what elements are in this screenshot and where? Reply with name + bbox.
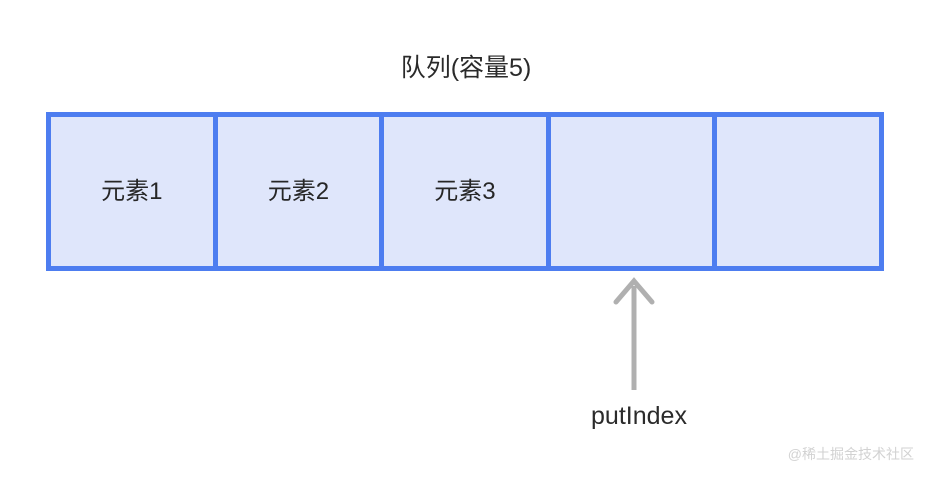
watermark: @稀土掘金技术社区 — [787, 446, 914, 462]
arrow-up-icon — [613, 277, 655, 390]
queue-cell-3[interactable] — [550, 117, 718, 266]
queue-cell-4[interactable] — [717, 117, 879, 266]
queue-cell-label: 元素2 — [267, 177, 330, 205]
queue-cell-1[interactable]: 元素2 — [217, 117, 385, 266]
putindex-label: putIndex — [591, 402, 687, 430]
queue-cell-2[interactable]: 元素3 — [384, 117, 551, 266]
queue-cell-label: 元素1 — [101, 177, 163, 205]
page-title: 队列(容量5) — [400, 54, 532, 82]
queue-array: 元素1 元素2 元素3 — [46, 112, 884, 271]
queue-cell-label: 元素3 — [434, 177, 496, 205]
queue-cell-0[interactable]: 元素1 — [51, 117, 218, 266]
